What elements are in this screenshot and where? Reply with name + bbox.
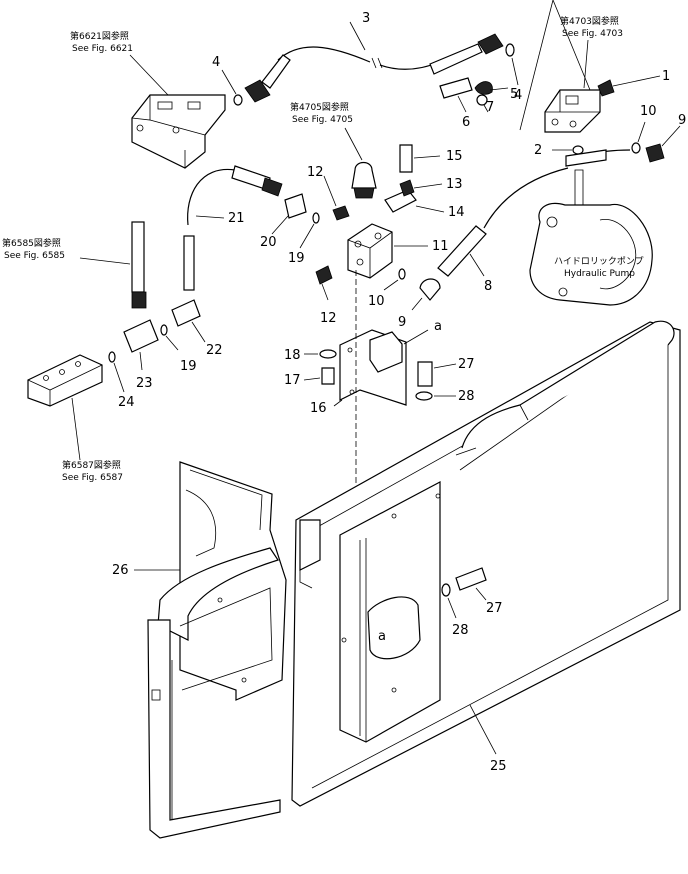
pump-label-jp: ハイドロリックポンプ bbox=[554, 256, 644, 267]
callout-5: 5 bbox=[510, 87, 518, 102]
bolt-6 bbox=[439, 77, 473, 99]
callout-7: 7 bbox=[486, 100, 494, 115]
leader-lines-4703 bbox=[519, 0, 591, 131]
callout-10a: 10 bbox=[368, 294, 385, 309]
ref-4703-en: See Fig. 4703 bbox=[562, 29, 623, 39]
callout-28a: 28 bbox=[458, 389, 475, 404]
callout-3: 3 bbox=[362, 11, 370, 26]
plug-12-bottom bbox=[315, 265, 333, 285]
ref-6621-jp: 第6621図参照 bbox=[70, 30, 129, 42]
hose-3 bbox=[244, 33, 504, 103]
pipe-22 bbox=[183, 235, 195, 291]
plug-1 bbox=[597, 79, 615, 97]
bolt-15 bbox=[399, 144, 413, 173]
callout-17: 17 bbox=[284, 373, 301, 388]
callout-12b: 12 bbox=[320, 311, 337, 326]
callout-18: 18 bbox=[284, 348, 301, 363]
callout-15: 15 bbox=[446, 149, 463, 164]
panel-26 bbox=[147, 461, 287, 839]
washer-28-lower bbox=[441, 583, 451, 597]
o-ring-4-right bbox=[505, 43, 515, 57]
o-ring-10-right bbox=[631, 142, 641, 154]
callout-21: 21 bbox=[228, 211, 245, 226]
o-ring-10-left bbox=[398, 268, 406, 280]
o-ring-2 bbox=[572, 145, 584, 155]
callout-9a: 9 bbox=[398, 315, 406, 330]
ref-4705-jp: 第4705図参照 bbox=[290, 101, 349, 113]
washer-18-left bbox=[319, 349, 337, 359]
fitting-13 bbox=[399, 179, 415, 197]
valve-14 bbox=[384, 189, 417, 213]
ref-4705-en: See Fig. 4705 bbox=[292, 115, 353, 125]
callout-19a: 19 bbox=[288, 251, 305, 266]
callout-26: 26 bbox=[112, 563, 129, 578]
elbow-9-left bbox=[419, 278, 441, 301]
callout-4a: 4 bbox=[212, 55, 220, 70]
callout-16: 16 bbox=[310, 401, 327, 416]
ref-6621-en: See Fig. 6621 bbox=[72, 44, 133, 54]
o-ring-19-top bbox=[312, 212, 320, 224]
ref-6585-en: See Fig. 6585 bbox=[4, 251, 65, 261]
callout-24: 24 bbox=[118, 395, 135, 410]
detail-marker-bottom: a bbox=[378, 629, 386, 644]
callout-23: 23 bbox=[136, 376, 153, 391]
callout-27b: 27 bbox=[486, 601, 503, 616]
callout-1: 1 bbox=[662, 69, 670, 84]
ref-4703-jp: 第4703図参照 bbox=[560, 15, 619, 27]
o-ring-4-left bbox=[233, 94, 243, 106]
callout-8: 8 bbox=[484, 279, 492, 294]
bolt-27-upper bbox=[417, 361, 433, 387]
bolt-17 bbox=[321, 367, 335, 385]
callout-4b: 4 bbox=[514, 88, 522, 103]
o-ring-24 bbox=[108, 351, 116, 363]
washer-28-upper bbox=[415, 391, 433, 401]
callout-27a: 27 bbox=[458, 357, 475, 372]
o-ring-19-left bbox=[160, 324, 168, 336]
leader-3 bbox=[349, 21, 366, 51]
callout-14: 14 bbox=[448, 205, 465, 220]
sensor-4705 bbox=[351, 161, 377, 189]
ref-6587-jp: 第6587図参照 bbox=[62, 459, 121, 471]
bracket-16 bbox=[339, 329, 407, 406]
callout-13: 13 bbox=[446, 177, 463, 192]
callout-9b: 9 bbox=[678, 113, 686, 128]
manifold-block-11 bbox=[347, 223, 393, 279]
bolt-27-lower bbox=[455, 567, 487, 591]
detail-marker-top: a bbox=[434, 319, 442, 334]
callout-11: 11 bbox=[432, 239, 449, 254]
ref-6587-en: See Fig. 6587 bbox=[62, 473, 123, 483]
hydraulic-pump bbox=[529, 169, 653, 306]
callout-28b: 28 bbox=[452, 623, 469, 638]
callout-20: 20 bbox=[260, 235, 277, 250]
callout-12a: 12 bbox=[307, 165, 324, 180]
washer-7 bbox=[476, 94, 488, 106]
pump-label-en: Hydraulic Pump bbox=[564, 269, 635, 279]
pipe-6585 bbox=[131, 221, 145, 293]
detail-a-bracket bbox=[367, 596, 421, 660]
block-fig4703 bbox=[544, 89, 601, 133]
fitting-20 bbox=[284, 193, 307, 219]
callout-25: 25 bbox=[490, 759, 507, 774]
elbow-9-right bbox=[645, 143, 665, 163]
ref-6585-jp: 第6585図参照 bbox=[2, 237, 61, 249]
callout-22: 22 bbox=[206, 343, 223, 358]
elbow-5 bbox=[474, 81, 493, 95]
callout-2: 2 bbox=[534, 143, 542, 158]
hose-8 bbox=[437, 167, 569, 277]
leader-ref-6621 bbox=[129, 54, 169, 96]
elbow-23 bbox=[123, 319, 159, 353]
callout-6: 6 bbox=[462, 115, 470, 130]
fitting-22 bbox=[171, 299, 201, 327]
block-fig6587 bbox=[27, 354, 103, 407]
callout-19b: 19 bbox=[180, 359, 197, 374]
callout-10b: 10 bbox=[640, 104, 657, 119]
plug-12-top bbox=[332, 205, 350, 221]
hose-21 bbox=[187, 165, 283, 226]
block-fig6621 bbox=[131, 94, 226, 169]
